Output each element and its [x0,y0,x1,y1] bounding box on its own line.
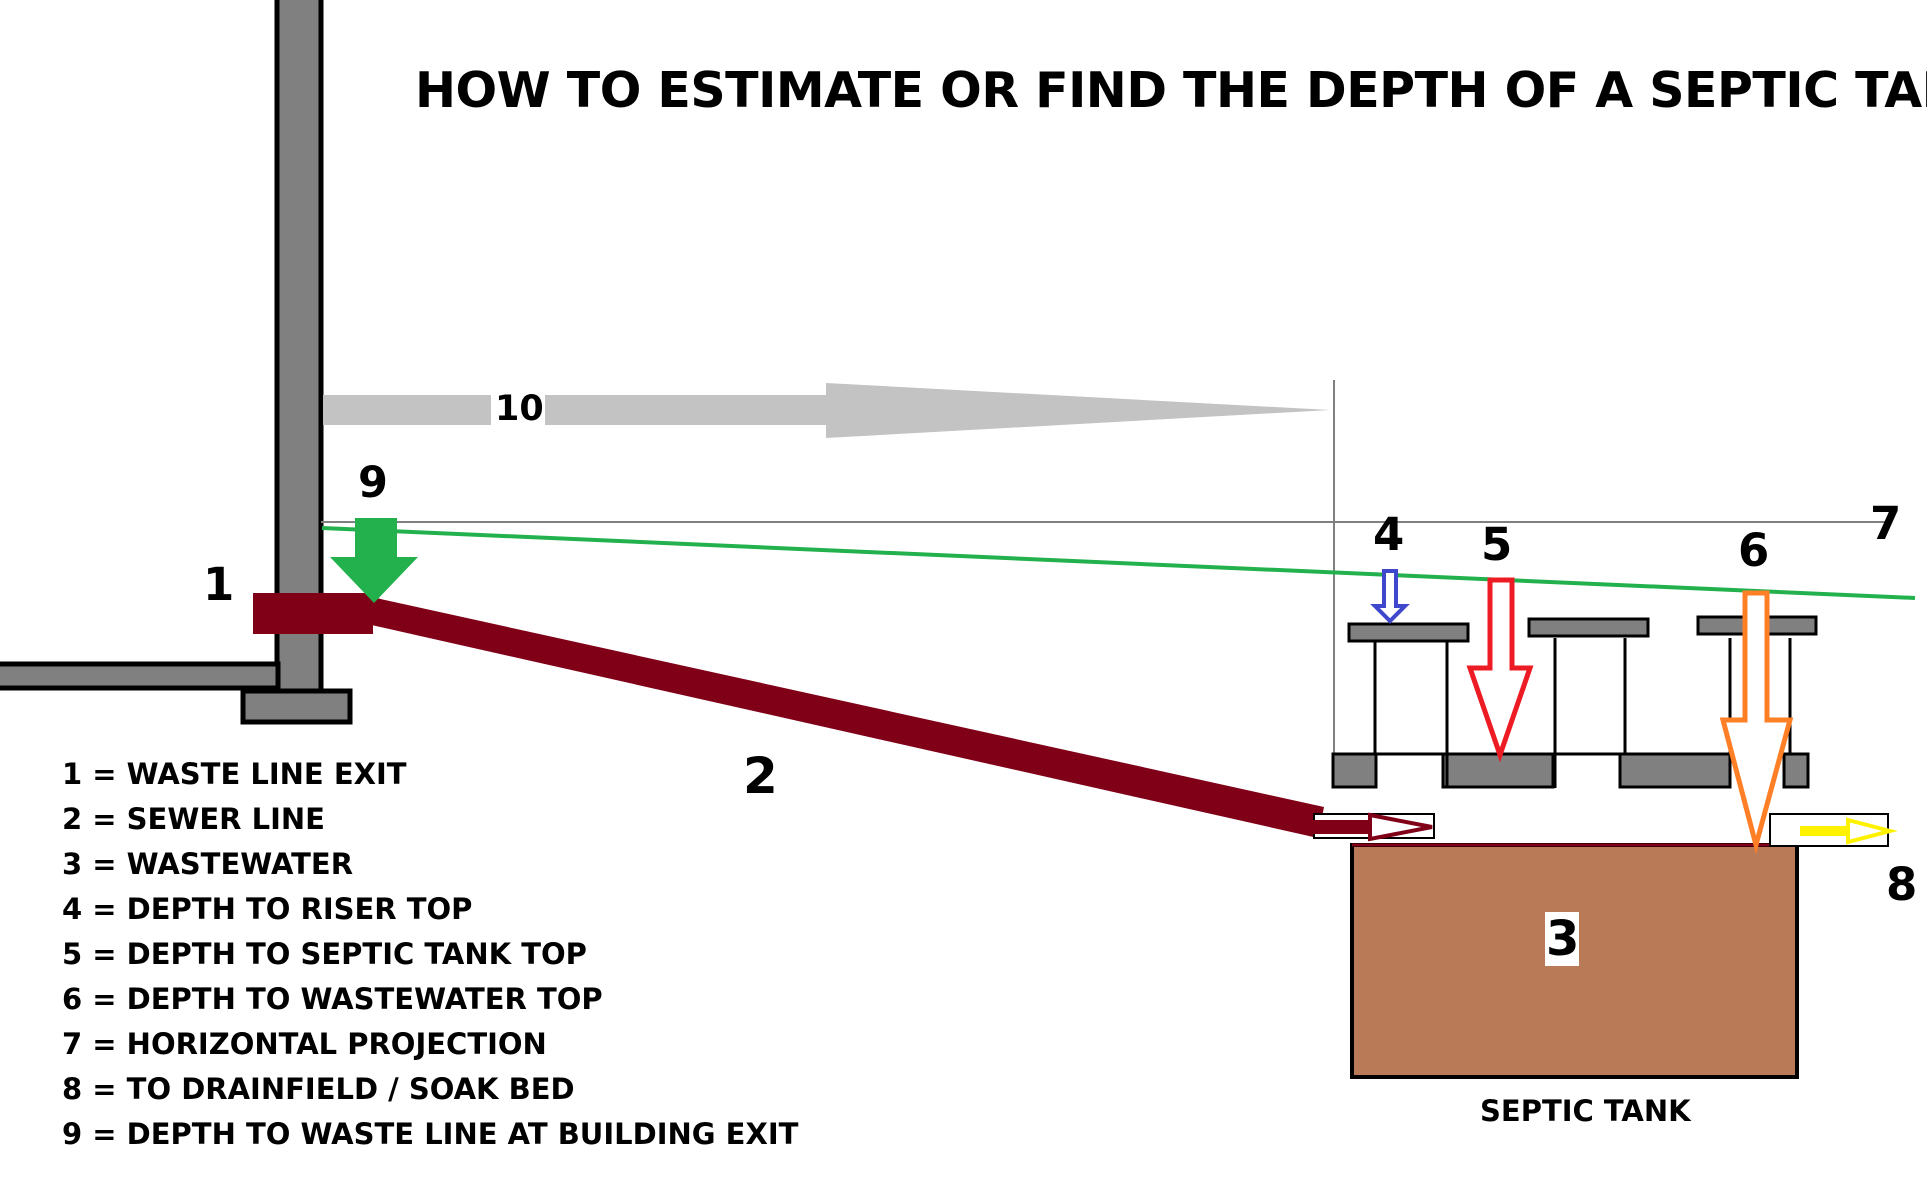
waste-line-exit-pipe [253,593,373,634]
legend-item: 9 = DEPTH TO WASTE LINE AT BUILDING EXIT [62,1117,799,1151]
riser-cap-2 [1527,617,1650,638]
label-1: 1 [203,558,235,611]
grade-line [321,526,1916,600]
legend-item: 5 = DEPTH TO SEPTIC TANK TOP [62,937,587,971]
legend-item: 7 = HORIZONTAL PROJECTION [62,1027,547,1061]
wastewater-label-box [1545,912,1579,966]
floor-slab [0,661,281,691]
inlet-flow-arrow-shaft [1312,820,1372,834]
legend-item: 6 = DEPTH TO WASTEWATER TOP [62,982,603,1016]
outflow-arrow-head [1846,817,1898,845]
depth-to-tank-top-arrow [1466,577,1534,763]
sewer-line [358,594,1324,838]
label-3: 3 [1546,911,1580,967]
tank-lid-center-left [1441,752,1555,789]
label-4: 4 [1373,508,1405,561]
depth-to-waste-line-arrow-shaft [355,518,397,560]
tank-lid-right [1782,752,1810,789]
wall-footing [240,688,353,725]
diagram-title: HOW TO ESTIMATE OR FIND THE DEPTH OF A S… [415,62,1927,119]
label-2: 2 [743,747,778,805]
label-7: 7 [1870,497,1902,550]
distance-arrow-head [826,383,1330,438]
legend-item: 8 = TO DRAINFIELD / SOAK BED [62,1072,575,1106]
label-6: 6 [1738,524,1770,577]
riser-cap-1 [1347,622,1470,643]
tank-lid-center-right [1618,752,1732,789]
tank-lid-left [1331,752,1378,789]
legend-item: 3 = WASTEWATER [62,847,354,881]
inlet-flow-arrow-head [1368,812,1433,842]
legend: 1 = WASTE LINE EXIT 2 = SEWER LINE 3 = W… [62,752,798,1157]
depth-to-riser-top-arrow [1370,569,1410,624]
legend-item: 2 = SEWER LINE [62,802,325,836]
distance-arrow-shaft-left [323,395,491,425]
label-9: 9 [358,458,388,508]
label-5: 5 [1481,518,1513,571]
outflow-arrow-shaft [1800,826,1850,836]
legend-item: 1 = WASTE LINE EXIT [62,757,407,791]
label-8: 8 [1886,858,1918,911]
distance-arrow-shaft-right [545,395,829,425]
depth-to-wastewater-top-arrow [1719,590,1794,855]
legend-item: 4 = DEPTH TO RISER TOP [62,892,473,926]
depth-to-waste-line-arrow-head [330,557,418,603]
septic-tank-label: SEPTIC TANK [1480,1094,1691,1128]
label-10: 10 [495,389,544,429]
